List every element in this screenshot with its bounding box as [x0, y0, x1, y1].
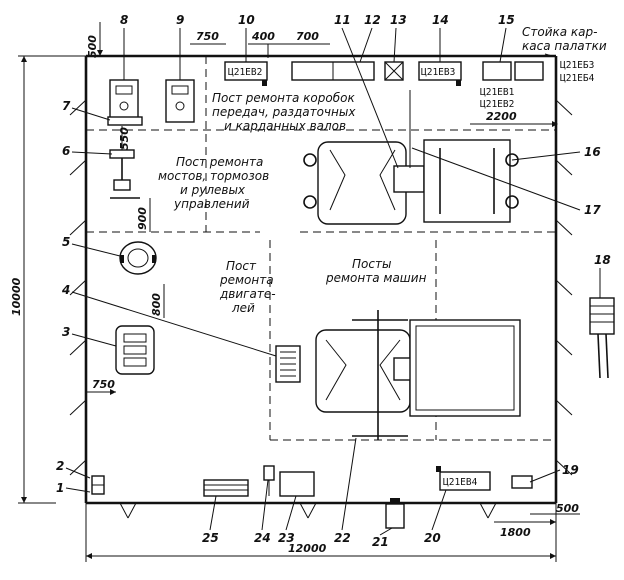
callout-20: 20	[424, 531, 441, 545]
zone-gearbox-2: передач, раздаточных	[212, 105, 356, 119]
callout-19: 19	[562, 463, 579, 477]
dim-400: 400	[251, 30, 275, 43]
zone-engine-1: Пост	[226, 259, 257, 273]
equipment-6	[109, 149, 140, 199]
code-14: Ц21ЕВ3	[421, 67, 455, 78]
callout-9: 9	[176, 13, 184, 27]
equipment-24	[263, 465, 275, 496]
callout-7: 7	[62, 99, 71, 113]
equipment-13	[384, 61, 404, 81]
callout-4: 4	[61, 283, 70, 297]
callout-leaders	[65, 27, 601, 536]
callout-17: 17	[584, 203, 601, 217]
equipment-18	[589, 297, 615, 379]
dim-10000: 10000	[10, 277, 23, 316]
callout-21: 21	[372, 535, 389, 549]
vehicle-lower	[315, 310, 521, 440]
dim-1800: 1800	[500, 526, 531, 539]
callout-25: 25	[202, 531, 219, 545]
callout-6: 6	[62, 144, 70, 158]
code-r1: Ц21ЕБ3	[560, 60, 594, 71]
zone-axle-3: и рулевых	[180, 183, 246, 197]
equipment-5	[119, 241, 157, 275]
equipment-15: Ц21ЕВ1 Ц21ЕВ2	[480, 61, 544, 110]
callout-12: 12	[364, 13, 381, 27]
equipment-19	[511, 475, 533, 489]
equipment-25	[203, 479, 249, 497]
callout-18: 18	[594, 253, 611, 267]
callout-13: 13	[390, 13, 407, 27]
callout-11: 11	[334, 13, 351, 27]
callout-3: 3	[62, 325, 70, 339]
dim-550: 550	[118, 127, 131, 150]
zone-machines-2: ремонта машин	[325, 271, 427, 285]
zone-engine-4: лей	[231, 301, 255, 315]
callout-1: 1	[56, 481, 64, 495]
zone-tent-1: Стойка кар-	[522, 25, 597, 39]
callout-14: 14	[432, 13, 449, 27]
callouts: 1 2 3 4 5 6 7 8 9 10 11 12 13 14 15 16 1…	[56, 13, 611, 549]
equipment-7	[107, 116, 143, 126]
dim-500-bottom: 500	[556, 502, 579, 515]
equipment-21	[385, 498, 405, 529]
dim-700: 700	[296, 30, 319, 43]
dim-750-left: 750	[92, 378, 115, 391]
code-15a: Ц21ЕВ1	[480, 87, 515, 98]
equipment-14: Ц21ЕВ3	[418, 61, 462, 86]
callout-5: 5	[62, 235, 70, 249]
vehicle-upper	[303, 90, 519, 225]
code-r2: Ц21ЕБ4	[560, 73, 595, 84]
code-20: Ц21ЕВ4	[443, 477, 478, 488]
zone-engine-3: двигате-	[219, 287, 276, 301]
callout-8: 8	[120, 13, 128, 27]
callout-22: 22	[334, 531, 351, 545]
dim-900: 900	[136, 207, 149, 230]
callout-2: 2	[56, 459, 64, 473]
callout-15: 15	[498, 13, 515, 27]
zone-axle-2: мостов, тормозов	[158, 169, 269, 183]
zone-engine-2: ремонта	[219, 273, 274, 287]
zone-tent-2: каса палатки	[522, 39, 607, 53]
equipment-12	[291, 61, 375, 81]
equipment-8	[109, 79, 139, 123]
callout-24: 24	[254, 531, 271, 545]
dim-2200: 2200	[486, 110, 517, 123]
equipment-9	[165, 79, 195, 123]
callout-23: 23	[278, 531, 295, 545]
right-codes: Ц21ЕБ3 Ц21ЕБ4	[560, 60, 595, 84]
code-15b: Ц21ЕВ2	[480, 99, 514, 110]
equipment-20: Ц21ЕВ4	[436, 466, 491, 491]
equipment-10: Ц21ЕВ2	[224, 61, 268, 86]
zone-dividers	[86, 56, 556, 441]
callout-10: 10	[238, 13, 255, 27]
zone-labels: Пост ремонта коробок передач, раздаточны…	[158, 25, 607, 315]
equipment-4	[275, 345, 301, 383]
dimension-lines: 500 750 400 700 2200 550 900 800 750	[10, 22, 580, 562]
equipment-23	[279, 471, 315, 497]
dim-750-top: 750	[196, 30, 219, 43]
code-10: Ц21ЕВ2	[228, 67, 262, 78]
zone-axle-1: Пост ремонта	[176, 155, 263, 169]
zone-gearbox-1: Пост ремонта коробок	[212, 91, 355, 105]
dim-top-500: 500	[86, 35, 99, 58]
zone-machines-1: Посты	[352, 257, 391, 271]
zone-gearbox-3: и карданных валов	[224, 119, 346, 133]
dim-800: 800	[150, 293, 163, 316]
dim-12000: 12000	[288, 542, 327, 555]
zone-axle-4: управлений	[173, 197, 250, 211]
callout-16: 16	[584, 145, 601, 159]
equipment-1-2	[91, 475, 105, 495]
equipment-3	[115, 325, 155, 375]
